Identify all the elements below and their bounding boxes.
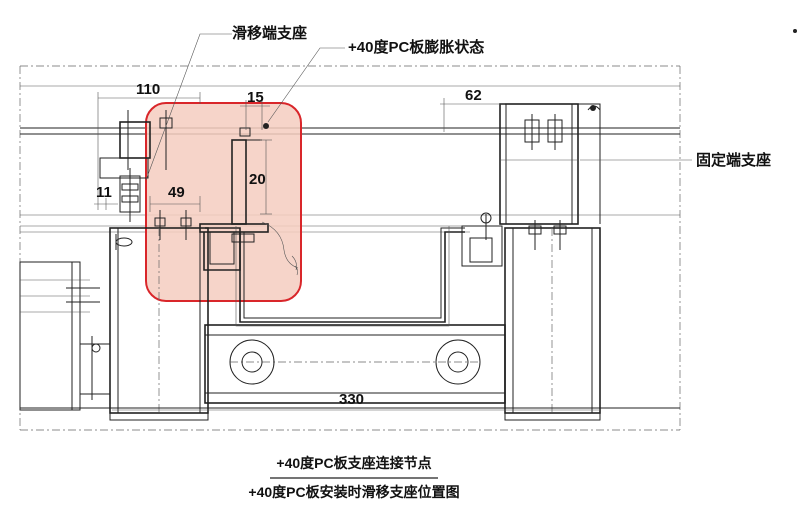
left-column [109, 227, 209, 421]
right-bracket [461, 212, 567, 267]
dimension-lines [94, 92, 600, 411]
sliding-support-assembly [99, 110, 192, 250]
expansion-state-label: +40度PC板膨胀状态 [348, 38, 484, 56]
fixed-support-label: 固定端支座 [696, 151, 771, 169]
dimension-62: 62 [465, 87, 482, 104]
leader-lines [145, 33, 692, 181]
fixed-support-box [499, 103, 601, 225]
slide-bracket [199, 123, 299, 276]
steel-beam [204, 324, 506, 404]
frame-lines [19, 65, 681, 431]
expansion-highlight [145, 102, 302, 302]
left-lower-members [19, 261, 111, 411]
dimension-49: 49 [168, 184, 185, 201]
gutter-channel [205, 226, 465, 327]
caption-subtitle: +40度PC板安装时滑移支座位置图 [248, 484, 459, 500]
sliding-support-label: 滑移端支座 [232, 24, 307, 42]
dimension-20: 20 [249, 171, 266, 188]
dimension-15: 15 [247, 89, 264, 106]
dimension-11: 11 [96, 184, 112, 201]
dimension-110: 110 [136, 81, 160, 98]
caption-title: +40度PC板支座连接节点 [276, 455, 431, 471]
corner-mark [793, 29, 797, 33]
dimension-330: 330 [339, 391, 364, 408]
right-column [504, 227, 601, 421]
